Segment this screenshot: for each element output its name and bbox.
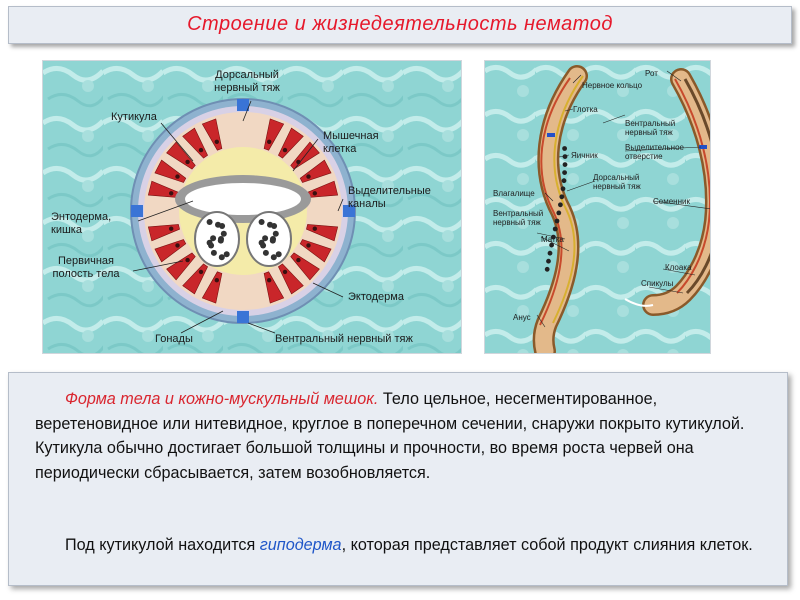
- paragraph-hypodermis: Под кутикулой находится гиподерма, котор…: [35, 533, 775, 558]
- cross-section-diagram: [43, 61, 461, 353]
- label-pharynx: Глотка: [573, 105, 598, 114]
- worm-anatomy-panel: Рот Нервное кольцо Глотка Вентральный не…: [484, 60, 711, 354]
- muscle-cells: [147, 118, 339, 304]
- label-dorsal-nerve-cord: Дорсальный нервный тяж: [214, 69, 280, 94]
- label-uterus: Матка: [541, 235, 564, 244]
- term-hypodermis: гиподерма: [259, 536, 342, 554]
- label-cuticle: Кутикула: [111, 111, 157, 123]
- label-muscle-cell: Мышечная клетка: [323, 130, 379, 155]
- label-mouth: Рот: [645, 69, 658, 78]
- title-bar: Строение и жизнедеятельность нематод: [8, 6, 792, 44]
- paragraph-text-start: Под кутикулой находится: [65, 536, 260, 554]
- label-vagina: Влагалище: [493, 189, 535, 198]
- label-spicules: Спикулы: [641, 279, 674, 288]
- paragraph-body-form: Форма тела и кожно-мускульный мешок. Тел…: [35, 387, 775, 485]
- page-title: Строение и жизнедеятельность нематод: [187, 13, 613, 35]
- label-body-cavity: Первичная полость тела: [52, 255, 120, 280]
- label-testis: Семенник: [653, 197, 690, 206]
- label-cloaca: Клоака: [665, 263, 692, 272]
- label-ventral-nerve-cord: Вентральный нервный тяж: [275, 333, 413, 345]
- section-heading: Форма тела и кожно-мускульный мешок.: [65, 390, 379, 408]
- label-anus: Анус: [513, 313, 531, 322]
- label-excretory-pore: Выделительное отверстие: [625, 143, 684, 161]
- label-excretory-canals: Выделительные каналы: [348, 185, 431, 210]
- cross-section-panel: Дорсальный нервный тяж Кутикула Мышечная…: [42, 60, 462, 354]
- description-text-box: Форма тела и кожно-мускульный мешок. Тел…: [8, 372, 788, 586]
- label-ovary: Яичник: [571, 151, 598, 160]
- label-ectoderm: Эктодерма: [348, 291, 404, 303]
- label-endoderm: Энтодерма, кишка: [51, 211, 112, 236]
- label-ventral-nerve-cord-male: Вентральный нервный тяж: [625, 119, 676, 137]
- label-gonads: Гонады: [155, 333, 193, 345]
- paragraph-text-end: , которая представляет собой продукт сли…: [341, 536, 753, 554]
- worm-anatomy-diagram: [485, 61, 710, 353]
- label-dorsal-nerve-cord-worm: Дорсальный нервный тяж: [593, 173, 641, 191]
- label-nerve-ring: Нервное кольцо: [582, 81, 643, 90]
- paragraph-text: Тело цельное, несегментированное, верете…: [35, 390, 745, 482]
- label-ventral-nerve-cord-female: Вентральный нервный тяж: [493, 209, 544, 227]
